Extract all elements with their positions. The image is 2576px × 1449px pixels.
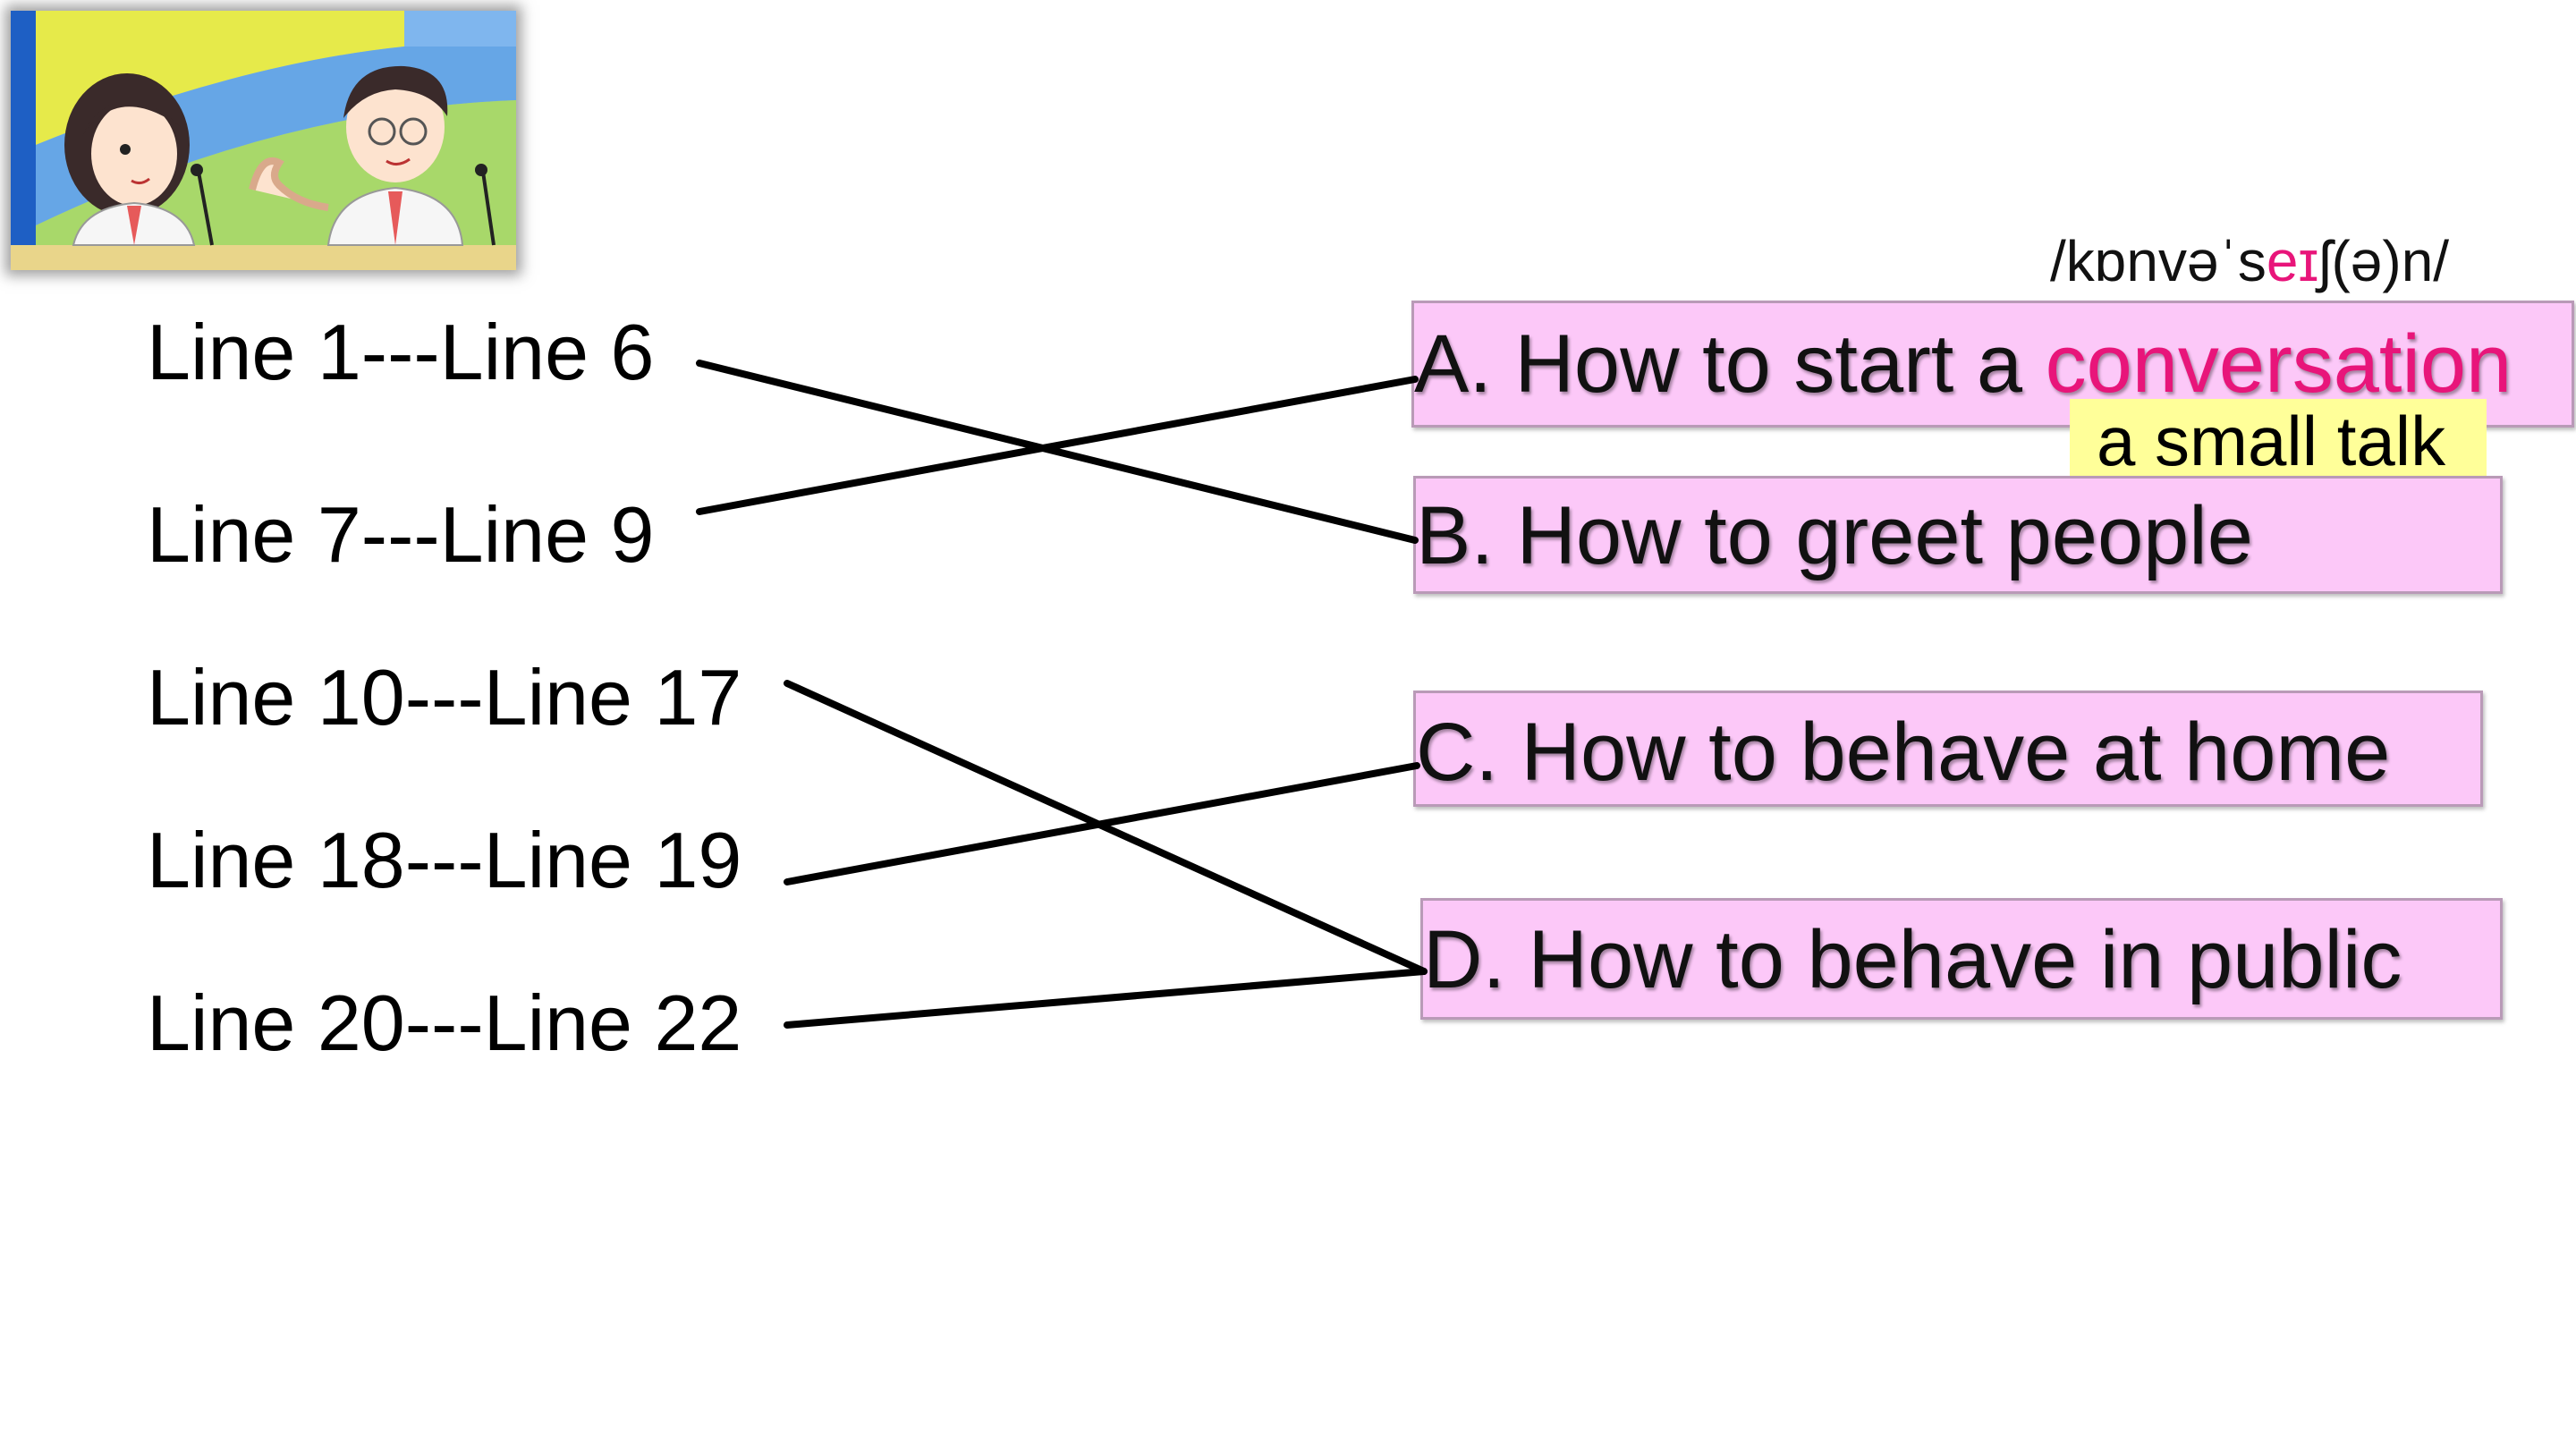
- option-d-box[interactable]: D. How to behave in public: [1420, 898, 2503, 1020]
- small-talk-note-text: a small talk: [2097, 402, 2446, 480]
- phonetic-part-highlight: eɪ: [2266, 229, 2319, 293]
- phonetic-part-before: /kɒnvəˈs: [2050, 229, 2267, 293]
- option-c-box[interactable]: C. How to behave at home: [1413, 691, 2483, 807]
- phonetic-transcription: /kɒnvəˈseɪʃ(ə)n/: [2050, 233, 2449, 290]
- option-b-text: B. How to greet people: [1416, 490, 2253, 581]
- line-label-1-6[interactable]: Line 1---Line 6: [147, 308, 655, 396]
- option-a-text: A. How to start a conversation: [1414, 323, 2512, 405]
- illustration-svg: [11, 11, 516, 270]
- connector-line-7-9-to-a: [696, 376, 1419, 515]
- option-b-box[interactable]: B. How to greet people: [1413, 476, 2503, 594]
- phonetic-part-after: ʃ(ə)n/: [2318, 229, 2450, 293]
- option-a-highlight-word: conversation: [2045, 318, 2512, 410]
- connector-line-10-17-to-d: [784, 680, 1428, 975]
- two-students-illustration: [11, 11, 516, 270]
- line-label-20-22[interactable]: Line 20---Line 22: [147, 979, 742, 1067]
- connector-line-18-19-to-c: [784, 762, 1420, 886]
- small-talk-note: a small talk: [2070, 399, 2487, 488]
- connector-line-20-22-to-d: [784, 968, 1428, 1029]
- connector-line-1-6-to-b: [696, 360, 1419, 544]
- option-d-text: D. How to behave in public: [1423, 914, 2402, 1005]
- line-label-10-17[interactable]: Line 10---Line 17: [147, 653, 742, 741]
- line-label-18-19[interactable]: Line 18---Line 19: [147, 816, 742, 904]
- line-label-7-9[interactable]: Line 7---Line 9: [147, 490, 655, 579]
- option-a-text-before: A. How to start a: [1414, 318, 2046, 410]
- option-c-text: C. How to behave at home: [1416, 707, 2391, 798]
